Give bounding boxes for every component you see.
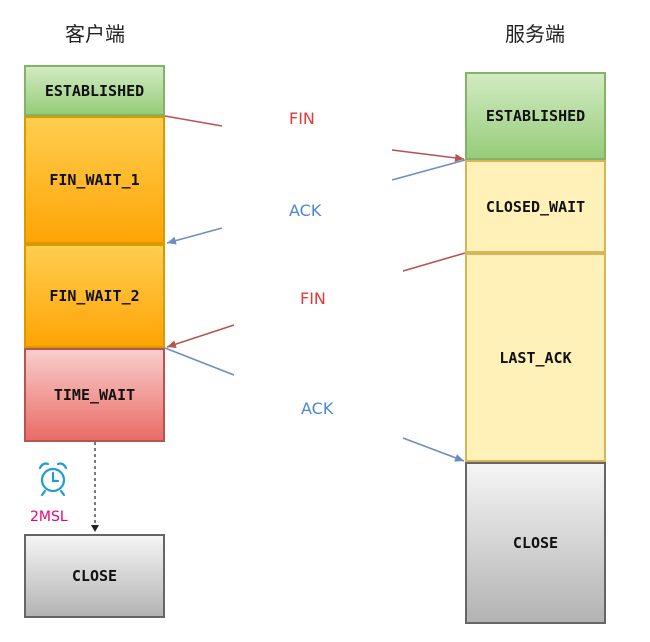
client-state-time-wait: TIME_WAIT bbox=[24, 348, 165, 442]
ack-1-arrow-end bbox=[166, 227, 223, 245]
timer-label-2msl: 2MSL bbox=[30, 509, 68, 525]
client-state-fin-wait-2: FIN_WAIT_2 bbox=[24, 244, 165, 348]
ack-2-arrow-end bbox=[402, 437, 465, 462]
ack-2-arrow-start bbox=[164, 347, 235, 376]
fin-1-arrow-start bbox=[164, 115, 223, 127]
message-fin-1: FIN bbox=[289, 109, 315, 128]
client-state-close: CLOSE bbox=[24, 534, 165, 618]
ack-1-arrow-start bbox=[391, 159, 466, 181]
server-state-established: ESTABLISHED bbox=[465, 72, 606, 160]
fin-1-arrow-end bbox=[391, 149, 465, 162]
alarm-clock-icon bbox=[38, 462, 68, 497]
message-ack-1: ACK bbox=[289, 201, 322, 220]
client-state-established: ESTABLISHED bbox=[24, 65, 165, 116]
server-state-close: CLOSE bbox=[465, 462, 606, 624]
server-state-last-ack: LAST_ACK bbox=[465, 253, 606, 462]
client-state-fin-wait-1: FIN_WAIT_1 bbox=[24, 116, 165, 244]
fin-2-arrow-end bbox=[166, 324, 235, 348]
server-title: 服务端 bbox=[505, 22, 565, 46]
message-ack-2: ACK bbox=[301, 399, 334, 418]
client-title: 客户端 bbox=[65, 22, 125, 46]
server-state-closed-wait: CLOSED_WAIT bbox=[465, 160, 606, 253]
fin-2-arrow-start bbox=[402, 252, 466, 272]
message-fin-2: FIN bbox=[300, 289, 326, 308]
